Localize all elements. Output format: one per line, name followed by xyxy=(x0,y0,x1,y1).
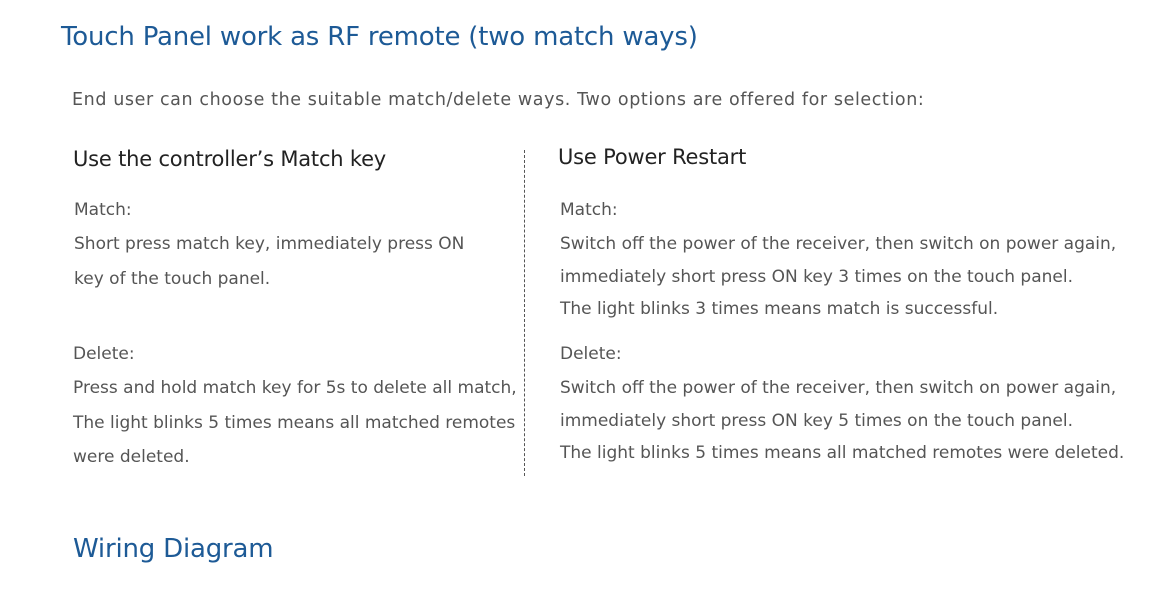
left-match-label: Match: xyxy=(74,200,132,220)
left-match-line: key of the touch panel. xyxy=(74,269,271,289)
right-delete-line: immediately short press ON key 5 times o… xyxy=(560,411,1073,431)
left-column-heading: Use the controller’s Match key xyxy=(73,147,387,171)
wiring-diagram-heading: Wiring Diagram xyxy=(73,534,274,564)
left-delete-line: The light blinks 5 times means all match… xyxy=(73,413,516,433)
right-delete-label: Delete: xyxy=(560,344,622,364)
right-delete-line: Switch off the power of the receiver, th… xyxy=(560,378,1117,398)
right-match-line: immediately short press ON key 3 times o… xyxy=(560,267,1073,287)
left-match-line: Short press match key, immediately press… xyxy=(74,234,465,254)
right-match-line: Switch off the power of the receiver, th… xyxy=(560,234,1117,254)
left-delete-line: Press and hold match key for 5s to delet… xyxy=(73,378,517,398)
page-title: Touch Panel work as RF remote (two match… xyxy=(61,22,698,52)
left-delete-label: Delete: xyxy=(73,344,135,364)
column-divider xyxy=(524,150,525,476)
right-column-heading: Use Power Restart xyxy=(558,145,747,169)
intro-text: End user can choose the suitable match/d… xyxy=(72,90,925,110)
right-match-label: Match: xyxy=(560,200,618,220)
left-delete-line: were deleted. xyxy=(73,447,190,467)
right-match-line: The light blinks 3 times means match is … xyxy=(560,299,999,319)
right-delete-line: The light blinks 5 times means all match… xyxy=(560,443,1125,463)
